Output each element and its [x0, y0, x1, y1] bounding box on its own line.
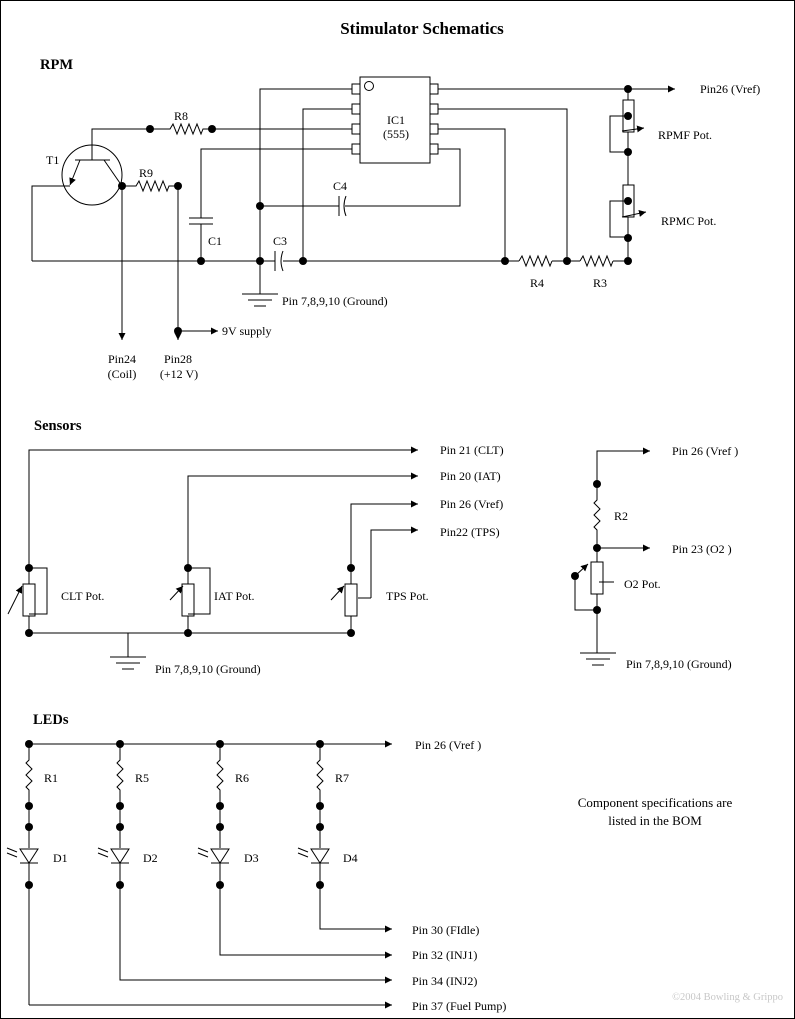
ic1-label: IC1 [387, 113, 405, 127]
r2-label: R2 [614, 509, 628, 523]
pin30-label: Pin 30 (FIdle) [412, 923, 479, 937]
led-junctions [25, 740, 324, 889]
clt-pot [22, 583, 36, 617]
pin22-label: Pin22 (TPS) [440, 525, 500, 539]
bom-note-line2: listed in the BOM [608, 813, 702, 828]
o2-pot [590, 561, 604, 595]
pin21-label: Pin 21 (CLT) [440, 443, 504, 457]
r4-label: R4 [530, 276, 544, 290]
d4-label: D4 [343, 851, 358, 865]
iat-label: IAT Pot. [214, 589, 254, 603]
t1-transistor [61, 144, 123, 206]
pin26-sensor-label: Pin 26 (Vref) [440, 497, 503, 511]
d1-label: D1 [53, 851, 68, 865]
rpm-section: RPM IC1 (555) Pin26 (Vref) RPMF Pot. RPM… [31, 57, 760, 381]
pin23-label: Pin 23 (O2 ) [672, 542, 732, 556]
rpm-ground-label: Pin 7,8,9,10 (Ground) [282, 294, 388, 308]
sensors-section: Sensors Pin 21 (CLT) CLT Pot. Pin 20 (IA… [7, 418, 738, 676]
page-title: Stimulator Schematics [340, 19, 504, 38]
copyright-text: ©2004 Bowling & Grippo [672, 992, 783, 1003]
ic1-chip [359, 76, 431, 164]
clt-label: CLT Pot. [61, 589, 104, 603]
sensor-junctions [25, 480, 601, 637]
rpm-heading: RPM [40, 57, 73, 73]
pin24-desc: (Coil) [108, 367, 137, 381]
pin20-label: Pin 20 (IAT) [440, 469, 501, 483]
supply-label: 9V supply [222, 324, 271, 338]
c4-label: C4 [333, 179, 347, 193]
rpmf-label: RPMF Pot. [658, 128, 712, 142]
c1-label: C1 [208, 234, 222, 248]
d2-label: D2 [143, 851, 158, 865]
tps-pot [344, 583, 358, 617]
ic1-notch [364, 81, 374, 91]
t1-label: T1 [46, 153, 59, 167]
rpmc-label: RPMC Pot. [661, 214, 716, 228]
rpm-vref-label: Pin26 (Vref) [700, 82, 760, 96]
r3-label: R3 [593, 276, 607, 290]
pin28-label: Pin28 [164, 352, 192, 366]
pin37-label: Pin 37 (Fuel Pump) [412, 999, 506, 1013]
leds-vref-label: Pin 26 (Vref ) [415, 738, 481, 752]
r9-label: R9 [139, 166, 153, 180]
r5-label: R5 [135, 771, 149, 785]
d3-label: D3 [244, 851, 259, 865]
leds-section: LEDs Pin 26 (Vref ) R1 D1 R5 D2 R6 D3 R7… [6, 712, 506, 1013]
pin24-label: Pin24 [108, 352, 136, 366]
o2-ground-label: Pin 7,8,9,10 (Ground) [626, 657, 732, 671]
r7-label: R7 [335, 771, 349, 785]
leds-heading: LEDs [33, 712, 69, 728]
ic1-type: (555) [383, 127, 409, 141]
tps-label: TPS Pot. [386, 589, 429, 603]
o2-pot-label: O2 Pot. [624, 577, 661, 591]
sensors-heading: Sensors [34, 418, 82, 434]
r1-label: R1 [44, 771, 58, 785]
r6-label: R6 [235, 771, 249, 785]
pin28-desc: (+12 V) [160, 367, 198, 381]
r8-label: R8 [174, 109, 188, 123]
c3-label: C3 [273, 234, 287, 248]
pin34-label: Pin 34 (INJ2) [412, 974, 477, 988]
o2-vref-label: Pin 26 (Vref ) [672, 444, 738, 458]
pin32-label: Pin 32 (INJ1) [412, 948, 477, 962]
rpm-junctions [118, 85, 632, 335]
iat-pot [181, 583, 195, 617]
sensors-ground-label: Pin 7,8,9,10 (Ground) [155, 662, 261, 676]
bom-note-line1: Component specifications are [578, 795, 733, 810]
